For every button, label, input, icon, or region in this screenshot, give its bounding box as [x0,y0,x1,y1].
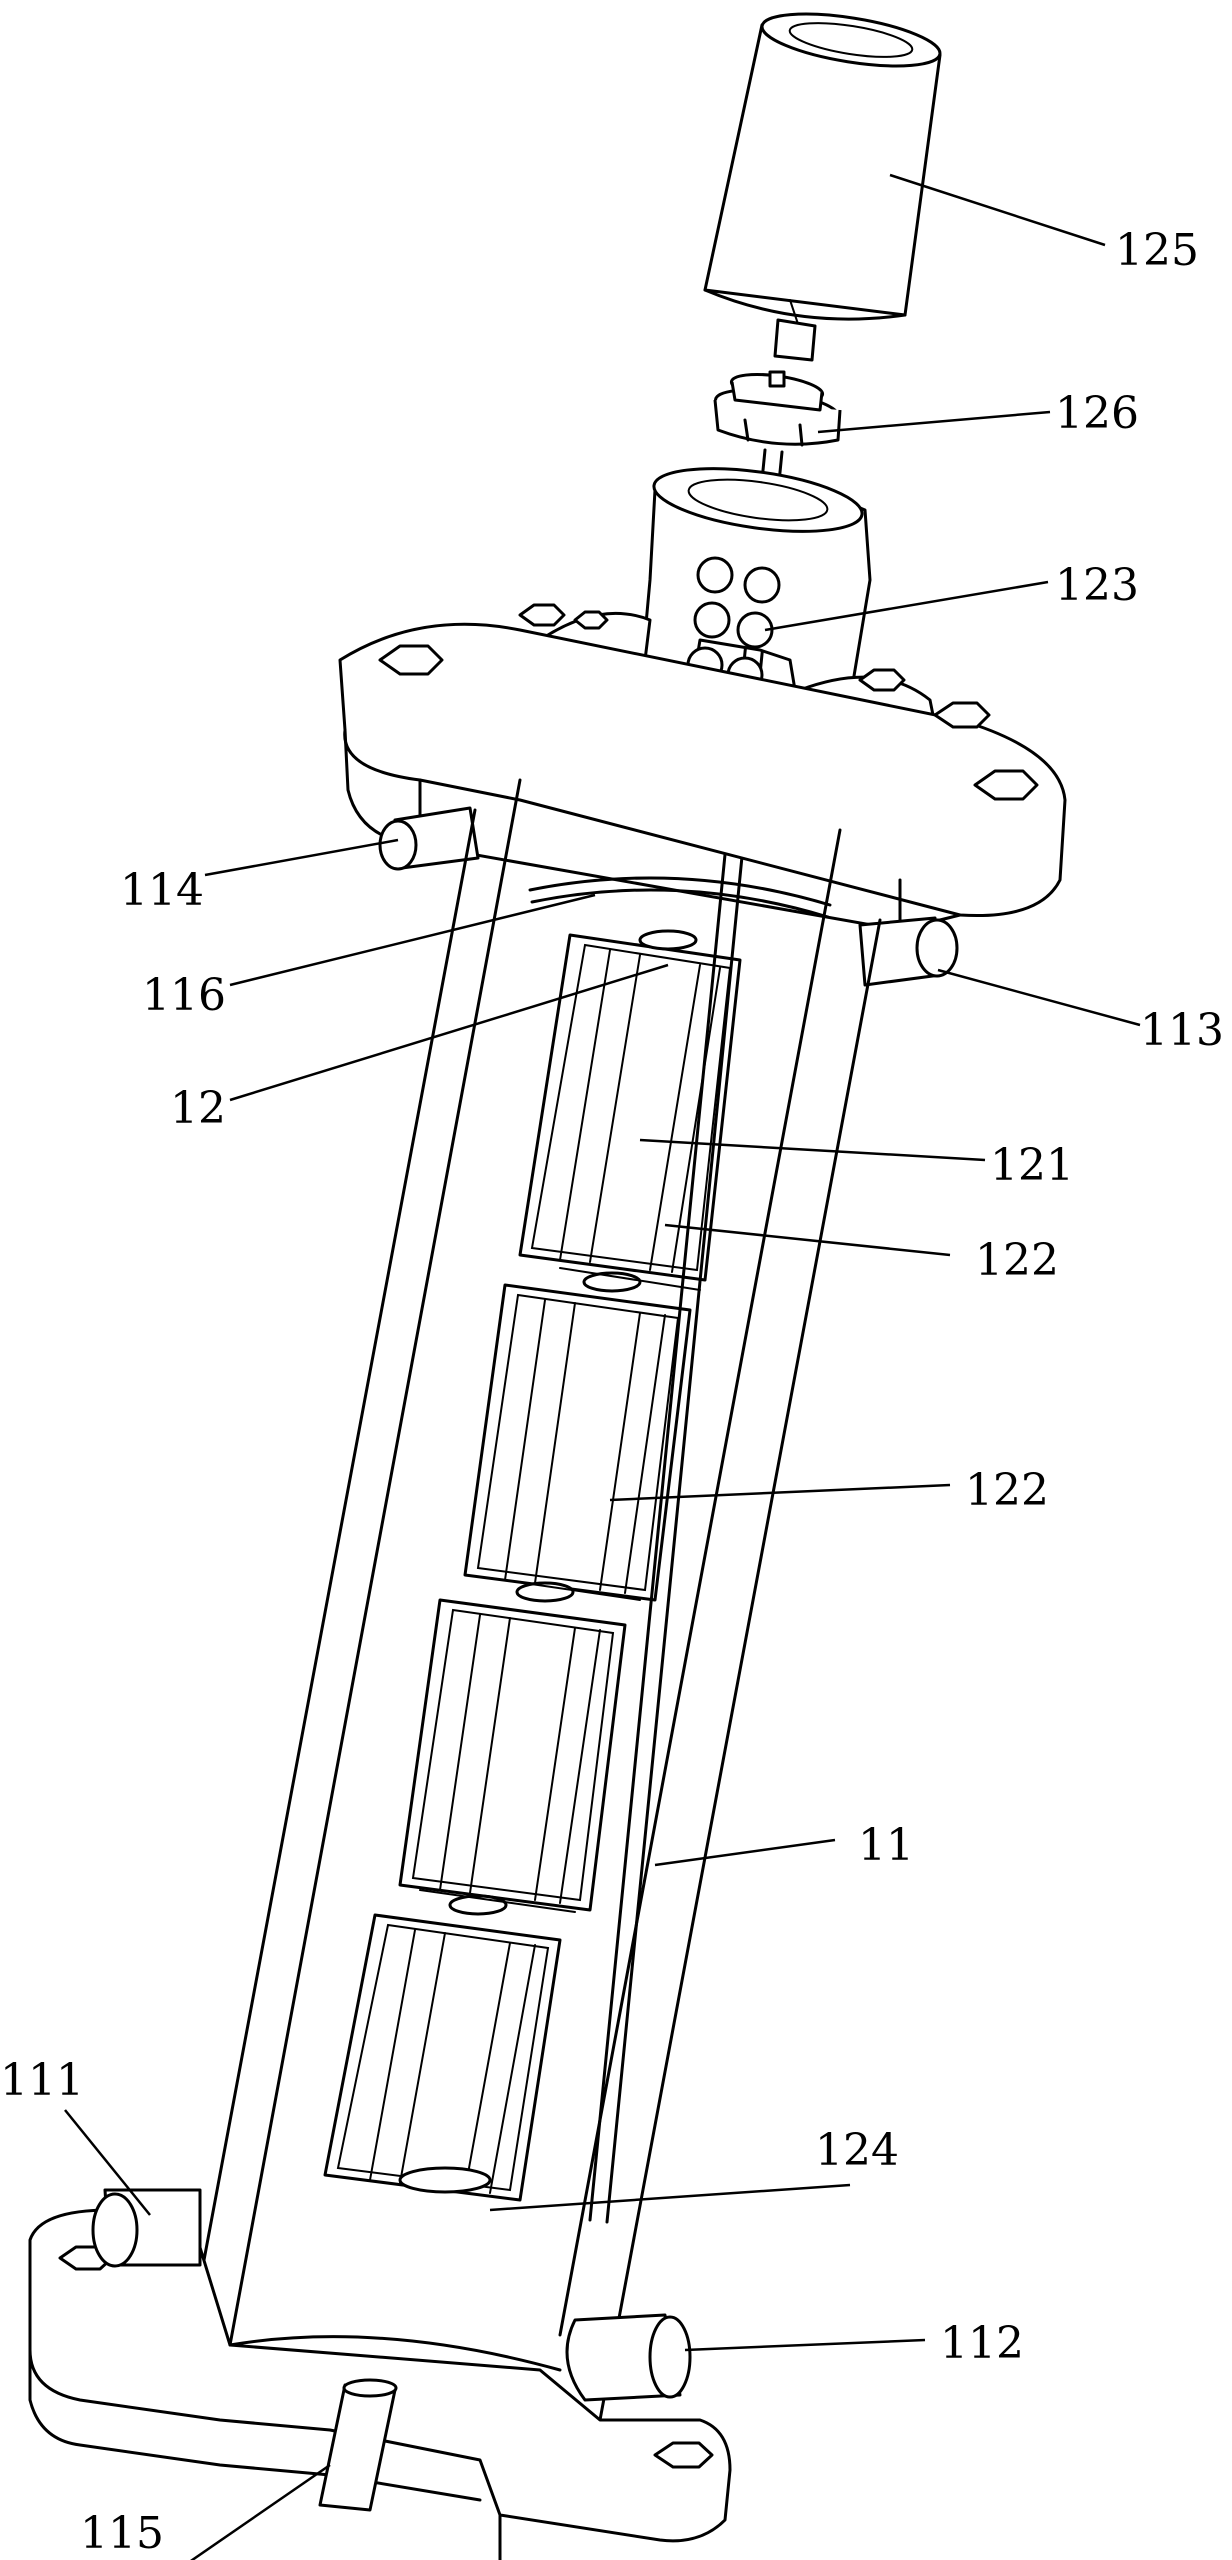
label-112: 112 [940,2318,1024,2369]
vessel-body [188,778,882,2422]
stirring-cage [323,929,742,2202]
label-126: 126 [1055,388,1139,439]
callout-labels: 125 126 123 114 113 116 12 121 122 122 1… [0,225,1224,2559]
label-122-upper: 122 [975,1235,1059,1286]
coupling [713,370,842,447]
label-125: 125 [1115,225,1199,276]
label-115: 115 [80,2508,164,2559]
nozzle-114 [378,806,480,871]
label-12: 12 [170,1083,226,1134]
leader-lines [64,173,1141,2560]
nozzle-111 [91,2188,202,2268]
label-123: 123 [1055,560,1139,611]
label-114: 114 [120,865,204,916]
nozzle-113 [858,916,959,987]
nozzle-112 [565,2313,692,2402]
label-11: 11 [858,1820,914,1871]
label-113: 113 [1140,1005,1224,1056]
motor [703,12,942,362]
label-124: 124 [815,2125,899,2176]
label-111: 111 [0,2055,84,2106]
top-flange [338,603,1067,932]
label-122-lower: 122 [965,1465,1049,1516]
label-121: 121 [990,1140,1074,1191]
label-116: 116 [142,970,226,1021]
